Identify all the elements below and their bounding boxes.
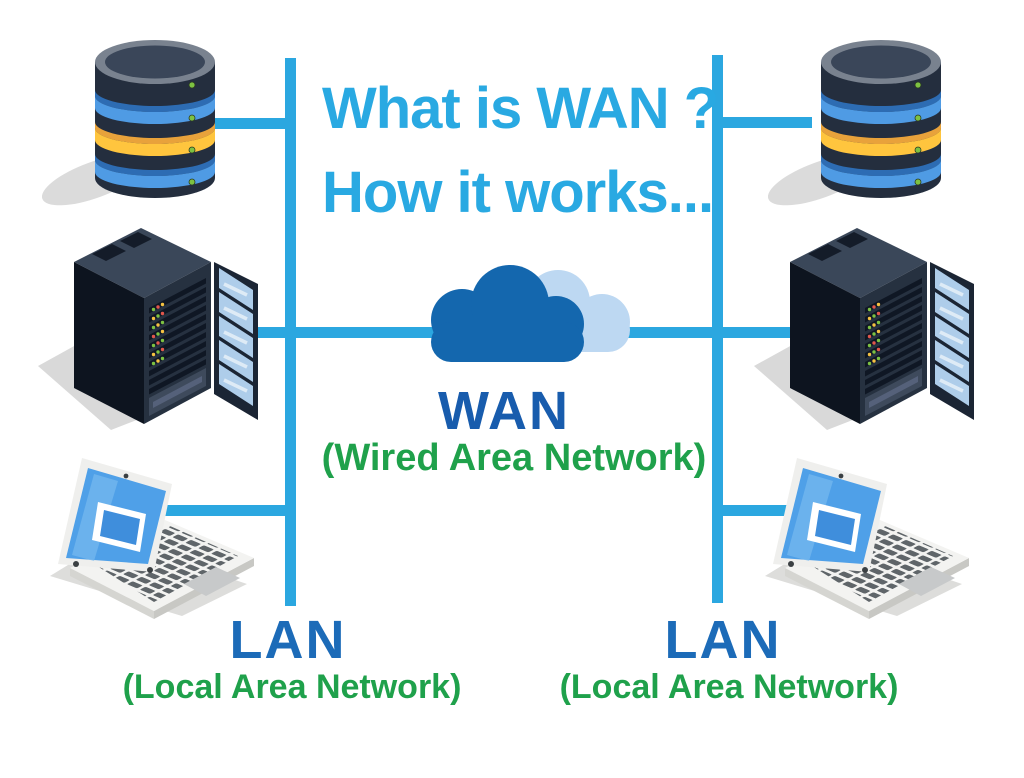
- server-rack-icon: [752, 226, 976, 432]
- lan-left-label: LAN: [229, 610, 347, 670]
- db-left-connector-line: [185, 118, 296, 129]
- title-line-1: What is WAN ?: [322, 76, 719, 141]
- wan-sublabel: (Wired Area Network): [321, 437, 707, 479]
- laptop-icon: [50, 458, 254, 619]
- database-icon: [768, 39, 942, 217]
- title-line-2: How it works...: [322, 160, 714, 225]
- wan-label: WAN: [438, 381, 570, 441]
- laptop-right-connector-line: [712, 505, 790, 516]
- laptop-left-connector-line: [160, 505, 296, 516]
- lan-right-label: LAN: [664, 610, 782, 670]
- server-rack-icon: [36, 226, 260, 432]
- lan-right-sublabel: (Local Area Network): [559, 668, 899, 706]
- db-right-connector-line: [712, 117, 812, 128]
- lan-left-sublabel: (Local Area Network): [122, 668, 462, 706]
- database-icon: [42, 39, 216, 217]
- cloud-icon: [431, 265, 630, 362]
- laptop-icon: [765, 458, 969, 619]
